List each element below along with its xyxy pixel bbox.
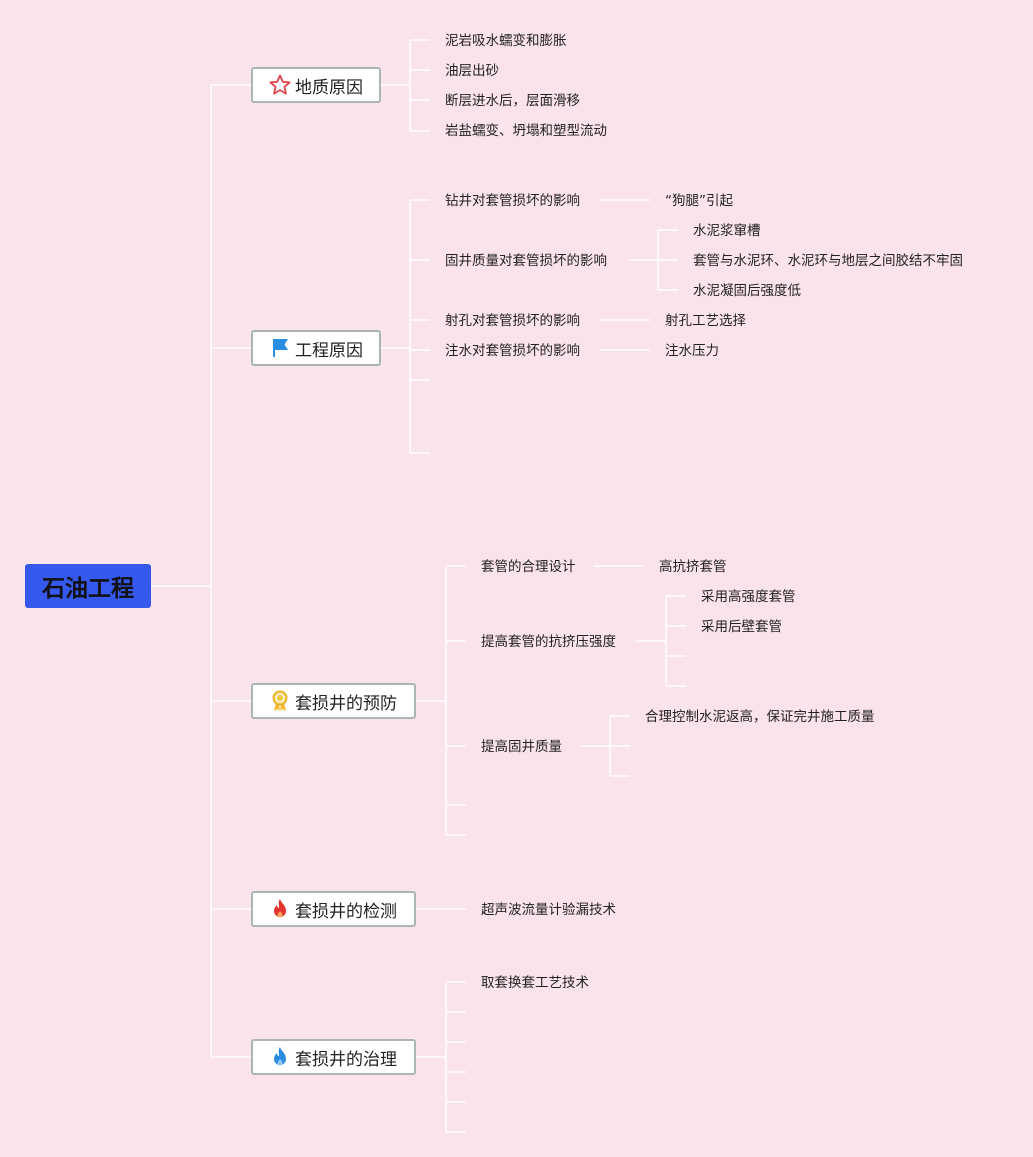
engineering-item[interactable]: 注水对套管损坏的影响	[445, 343, 580, 359]
branch-geology[interactable]: 地质原因	[251, 67, 381, 103]
engineering-item[interactable]: 射孔对套管损坏的影响	[445, 313, 580, 329]
branch-detection[interactable]: 套损井的检测	[251, 891, 416, 927]
branch-engineering[interactable]: 工程原因	[251, 330, 381, 366]
prevention-item[interactable]: 提高固井质量	[481, 739, 562, 755]
prevention-item[interactable]: 套管的合理设计	[481, 559, 576, 575]
prevention-subitem[interactable]: 采用高强度套管	[701, 589, 796, 605]
engineering-subitem[interactable]: “狗腿”引起	[665, 193, 733, 209]
branch-treatment-label: 套损井的治理	[295, 1049, 397, 1070]
water-drop-icon	[267, 1044, 293, 1070]
branch-geology-label: 地质原因	[295, 77, 363, 98]
root-topic[interactable]: 石油工程	[25, 564, 151, 608]
engineering-item[interactable]: 固井质量对套管损坏的影响	[445, 253, 607, 269]
geology-item[interactable]: 断层进水后，层面滑移	[445, 93, 580, 109]
flag-icon	[267, 335, 293, 361]
prevention-subitem[interactable]: 高抗挤套管	[659, 559, 727, 575]
prevention-subitem[interactable]: 采用后壁套管	[701, 619, 782, 635]
branch-detection-label: 套损井的检测	[295, 901, 397, 922]
engineering-subitem[interactable]: 套管与水泥环、水泥环与地层之间胶结不牢固	[693, 253, 963, 269]
engineering-subitem[interactable]: 水泥浆窜槽	[693, 223, 761, 239]
prevention-subitem[interactable]: 合理控制水泥返高，保证完井施工质量	[645, 709, 875, 725]
engineering-subitem[interactable]: 射孔工艺选择	[665, 313, 746, 329]
engineering-item[interactable]: 钻井对套管损坏的影响	[445, 193, 580, 209]
star-icon	[267, 72, 293, 98]
fire-icon	[267, 896, 293, 922]
geology-item[interactable]: 油层出砂	[445, 63, 499, 79]
branch-prevention-label: 套损井的预防	[295, 693, 397, 714]
branch-treatment[interactable]: 套损井的治理	[251, 1039, 416, 1075]
branch-prevention[interactable]: 套损井的预防	[251, 683, 416, 719]
branch-engineering-label: 工程原因	[295, 340, 363, 361]
detection-item[interactable]: 超声波流量计验漏技术	[481, 902, 616, 918]
prevention-item[interactable]: 提高套管的抗挤压强度	[481, 634, 616, 650]
geology-item[interactable]: 泥岩吸水蠕变和膨胀	[445, 33, 567, 49]
engineering-subitem[interactable]: 水泥凝固后强度低	[693, 283, 801, 299]
treatment-item[interactable]: 取套换套工艺技术	[481, 975, 589, 991]
award-icon	[267, 688, 293, 714]
engineering-subitem[interactable]: 注水压力	[665, 343, 719, 359]
geology-item[interactable]: 岩盐蠕变、坍塌和塑型流动	[445, 123, 607, 139]
